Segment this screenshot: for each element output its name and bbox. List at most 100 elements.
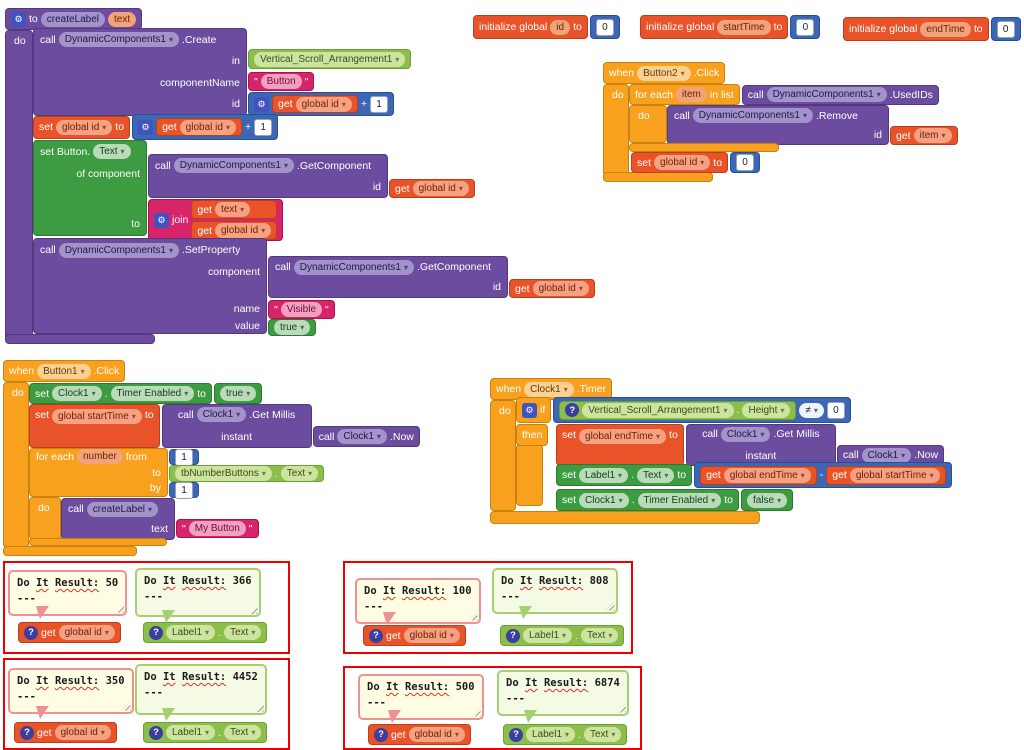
variable-dropdown[interactable]: global id — [179, 119, 236, 135]
help-icon[interactable]: ? — [149, 725, 163, 740]
when-button2-click-header[interactable]: when Button2 .Click — [603, 62, 726, 84]
call-setproperty-block[interactable]: call DynamicComponents1 .SetProperty com… — [33, 238, 595, 336]
call-getmillis-block[interactable]: call Clock1 .Get Millis instant call Clo… — [161, 404, 420, 448]
join-block[interactable]: ⚙ join get text get global id — [148, 199, 284, 241]
proc-createlabel-bottom[interactable] — [5, 334, 155, 344]
foreach-do-column[interactable]: do — [29, 497, 61, 540]
variable-dropdown[interactable]: global endTime — [723, 467, 811, 483]
set-timer-enabled-block[interactable]: set Clock1 . Timer Enabled to — [29, 383, 212, 404]
get-variable-block[interactable]: ? get global id — [18, 622, 121, 643]
doit-bubble[interactable]: Do It Result: 808 --- — [492, 568, 618, 614]
set-variable-block[interactable]: set global id to — [631, 152, 729, 173]
call-getcomponent-block[interactable]: call DynamicComponents1 .GetComponent id… — [268, 256, 595, 298]
doit-bubble[interactable]: Do It Result: 366 --- — [135, 568, 261, 617]
get-variable-block[interactable]: ? get global id — [14, 722, 117, 743]
variable-dropdown[interactable]: global id — [403, 628, 460, 643]
component-dropdown[interactable]: Clock1 — [52, 386, 102, 401]
get-variable-block[interactable]: get global endTime — [700, 465, 817, 485]
logic-dropdown[interactable]: true — [219, 386, 257, 401]
resize-handle-icon[interactable] — [248, 605, 258, 614]
resize-handle-icon[interactable] — [254, 703, 264, 712]
number-field[interactable]: 1 — [175, 481, 193, 499]
variable-dropdown[interactable]: global id — [532, 281, 589, 296]
component-dropdown[interactable]: DynamicComponents1 — [293, 259, 414, 275]
help-icon[interactable]: ? — [374, 727, 388, 742]
clock1-timer-do-column[interactable]: do — [490, 400, 516, 511]
button1-click-bottom[interactable] — [3, 546, 137, 556]
resize-handle-icon[interactable] — [115, 603, 125, 613]
component-dropdown[interactable]: Label1 — [579, 467, 629, 483]
component-dropdown[interactable]: Clock1 — [524, 381, 574, 397]
variable-dropdown[interactable]: global id — [654, 155, 711, 170]
logic-false-block[interactable]: false — [740, 489, 794, 511]
get-variable-block[interactable]: get global id — [509, 279, 595, 298]
get-variable-block[interactable]: get global id — [272, 95, 358, 113]
label1-text-block[interactable]: ? Label1 . Text — [143, 722, 268, 743]
doit-bubble[interactable]: Do It Result: 500 --- — [358, 674, 484, 720]
get-variable-block[interactable]: ? get global id — [368, 724, 471, 745]
doit-bubble[interactable]: Do It Result: 350 --- — [8, 668, 134, 714]
gear-icon[interactable]: ⚙ — [138, 119, 154, 135]
logic-true-block[interactable]: true — [268, 319, 317, 336]
property-dropdown[interactable]: Timer Enabled — [110, 386, 195, 401]
variable-dropdown[interactable]: item — [913, 128, 952, 143]
number-field[interactable]: 0 — [826, 401, 845, 419]
if-left-column[interactable] — [516, 444, 543, 506]
call-getcomponent-block[interactable]: call DynamicComponents1 .GetComponent id… — [148, 154, 475, 198]
number-field[interactable]: 0 — [595, 18, 614, 36]
component-dropdown[interactable]: DynamicComponents1 — [58, 242, 179, 258]
foreach-item-block[interactable]: for each item in list — [629, 84, 740, 105]
gear-icon[interactable]: ⚙ — [154, 212, 169, 228]
component-dropdown[interactable]: DynamicComponents1 — [766, 87, 887, 102]
procedure-name-field[interactable]: createLabel — [40, 11, 106, 27]
number-field[interactable]: 1 — [370, 95, 389, 113]
loop-variable-field[interactable]: number — [76, 449, 123, 465]
component-dropdown[interactable]: Vertical_Scroll_Arrangement1 — [582, 402, 734, 418]
number-block[interactable]: 0 — [790, 15, 821, 39]
variable-dropdown[interactable]: global id — [214, 223, 272, 238]
math-add-block[interactable]: ⚙ get global id + 1 — [248, 92, 395, 116]
proc-createlabel-header[interactable]: ⚙ to createLabel text — [5, 8, 143, 30]
param-text-pill[interactable]: text — [108, 11, 137, 27]
foreach-bottom[interactable] — [29, 538, 167, 546]
compare-not-equal-block[interactable]: ? Vertical_Scroll_Arrangement1 . Height … — [553, 397, 851, 423]
text-string-block[interactable]: " Visible " — [268, 300, 335, 319]
component-dropdown[interactable]: Button2 — [637, 65, 691, 81]
variable-dropdown[interactable]: global startTime — [849, 467, 940, 483]
property-dropdown[interactable]: Text — [583, 727, 622, 742]
variable-name-field[interactable]: startTime — [717, 19, 771, 35]
gear-icon[interactable]: ⚙ — [522, 402, 537, 418]
set-variable-block[interactable]: set global startTime to — [29, 404, 160, 448]
component-dropdown[interactable]: Clock1 — [196, 407, 247, 423]
component-dropdown[interactable]: DynamicComponents1 — [58, 32, 179, 48]
get-variable-block[interactable]: get global id — [156, 118, 242, 136]
operator-dropdown[interactable]: ≠ — [799, 402, 824, 418]
doit-bubble[interactable]: Do It Result: 4452 --- — [135, 664, 267, 715]
get-variable-block[interactable]: get global startTime — [826, 465, 946, 485]
variable-dropdown[interactable]: global endTime — [579, 429, 667, 444]
variable-dropdown[interactable]: global id — [412, 181, 469, 196]
label1-text-block[interactable]: ? Label1 . Text — [503, 724, 628, 745]
resize-handle-icon[interactable] — [616, 703, 626, 713]
call-getmillis-block[interactable]: call Clock1 .Get Millis instant call Clo… — [685, 424, 945, 466]
number-field[interactable]: 0 — [996, 20, 1015, 38]
variable-dropdown[interactable]: text — [214, 202, 251, 217]
number-block[interactable]: 0 — [990, 17, 1021, 41]
foreach-bottom[interactable] — [629, 143, 779, 152]
help-icon[interactable]: ? — [509, 727, 523, 742]
procedure-dropdown[interactable]: createLabel — [86, 501, 159, 517]
help-icon[interactable]: ? — [369, 628, 383, 643]
set-button-text-block[interactable]: set Button. Text of component to call Dy… — [33, 140, 475, 241]
property-dropdown[interactable]: Text — [223, 625, 262, 640]
logic-dropdown[interactable]: false — [746, 492, 788, 508]
number-field[interactable]: 1 — [175, 448, 193, 466]
component-dropdown[interactable]: Vertical_Scroll_Arrangement1 — [254, 51, 406, 67]
number-block[interactable]: 1 — [169, 448, 199, 466]
number-field[interactable]: 0 — [796, 18, 815, 36]
property-dropdown[interactable]: Text — [93, 144, 131, 160]
init-global-block[interactable]: initialize global startTime to — [640, 15, 789, 39]
call-create-block[interactable]: call DynamicComponents1 .Create in compo… — [33, 28, 412, 116]
component-dropdown[interactable]: DynamicComponents1 — [173, 158, 294, 173]
init-global-block[interactable]: initialize global endTime to — [843, 17, 989, 41]
component-dropdown[interactable]: Clock1 — [861, 447, 912, 463]
